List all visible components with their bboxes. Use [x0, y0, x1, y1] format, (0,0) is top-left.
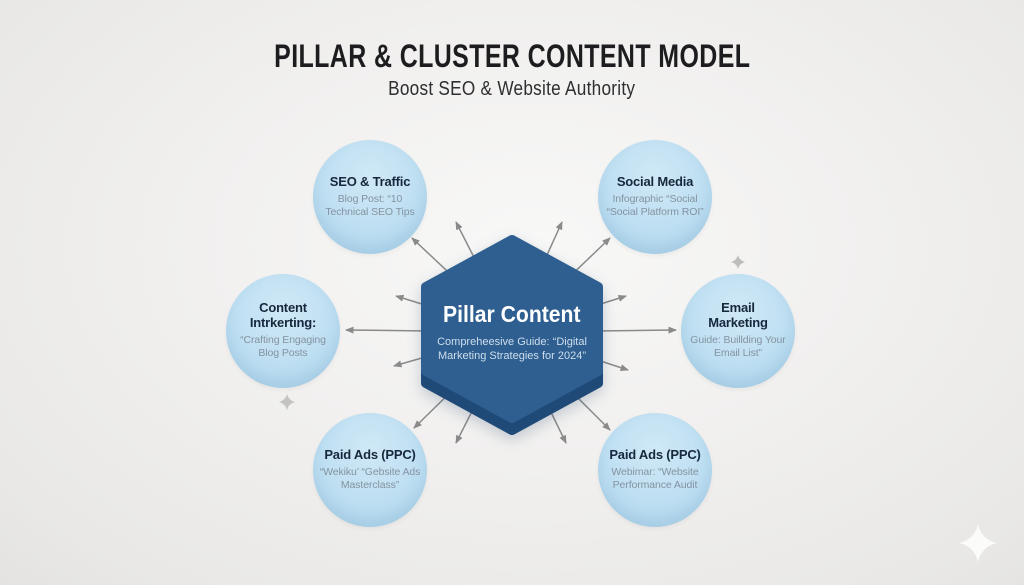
sparkle-icon: [279, 394, 295, 410]
sparkle-icon: [731, 255, 745, 269]
cluster-title: Email Marketing: [708, 300, 768, 331]
cluster-body: Infographic “Social “Social Platform ROI…: [606, 192, 704, 218]
cluster-body: Guide: Buillding Your Email List”: [690, 334, 786, 360]
cluster-content-marketing: Content Intrkerting: “Crafting Engaging …: [226, 274, 340, 388]
page-title: PILLAR & CLUSTER CONTENT MODEL: [273, 38, 751, 74]
cluster-title: SEO & Traffic: [329, 173, 411, 189]
page-subtitle: Boost SEO & Website Authority: [388, 78, 636, 100]
cluster-title: Content Intrkerting:: [249, 300, 317, 331]
pillar-hexagon: [421, 235, 603, 435]
cluster-body: Webimar: “Website Performance Audit: [611, 465, 699, 491]
pillar-subtitle: Compreheesive Guide: “Digital Marketing …: [437, 335, 587, 362]
pillar-content-block: Pillar Content Compreheesive Guide: “Dig…: [422, 240, 602, 424]
cluster-title: Social Media: [616, 173, 694, 189]
cluster-title: Paid Ads (PPC): [324, 446, 416, 462]
cluster-paid-ads-left: Paid Ads (PPC) “Wekiku’ “Gebsite Ads Mas…: [313, 413, 427, 527]
cluster-body: “Wekiku’ “Gebsite Ads Masterclass”: [319, 465, 421, 491]
pillar-title: Pillar Content: [443, 300, 581, 327]
cluster-email-marketing: Email Marketing Guide: Buillding Your Em…: [681, 274, 795, 388]
sparkle-icon: [959, 524, 997, 562]
cluster-seo-traffic: SEO & Traffic Blog Post: “10 Technical S…: [313, 140, 427, 254]
cluster-title: Paid Ads (PPC): [609, 446, 701, 462]
cluster-paid-ads-right: Paid Ads (PPC) Webimar: “Website Perform…: [598, 413, 712, 527]
header: PILLAR & CLUSTER CONTENT MODEL Boost SEO…: [0, 38, 1024, 101]
cluster-body: Blog Post: “10 Technical SEO Tips: [325, 192, 415, 218]
cluster-body: “Crafting Engaging Blog Posts: [240, 334, 326, 360]
hexagon-shape: [421, 235, 603, 423]
cluster-social-media: Social Media Infographic “Social “Social…: [598, 140, 712, 254]
